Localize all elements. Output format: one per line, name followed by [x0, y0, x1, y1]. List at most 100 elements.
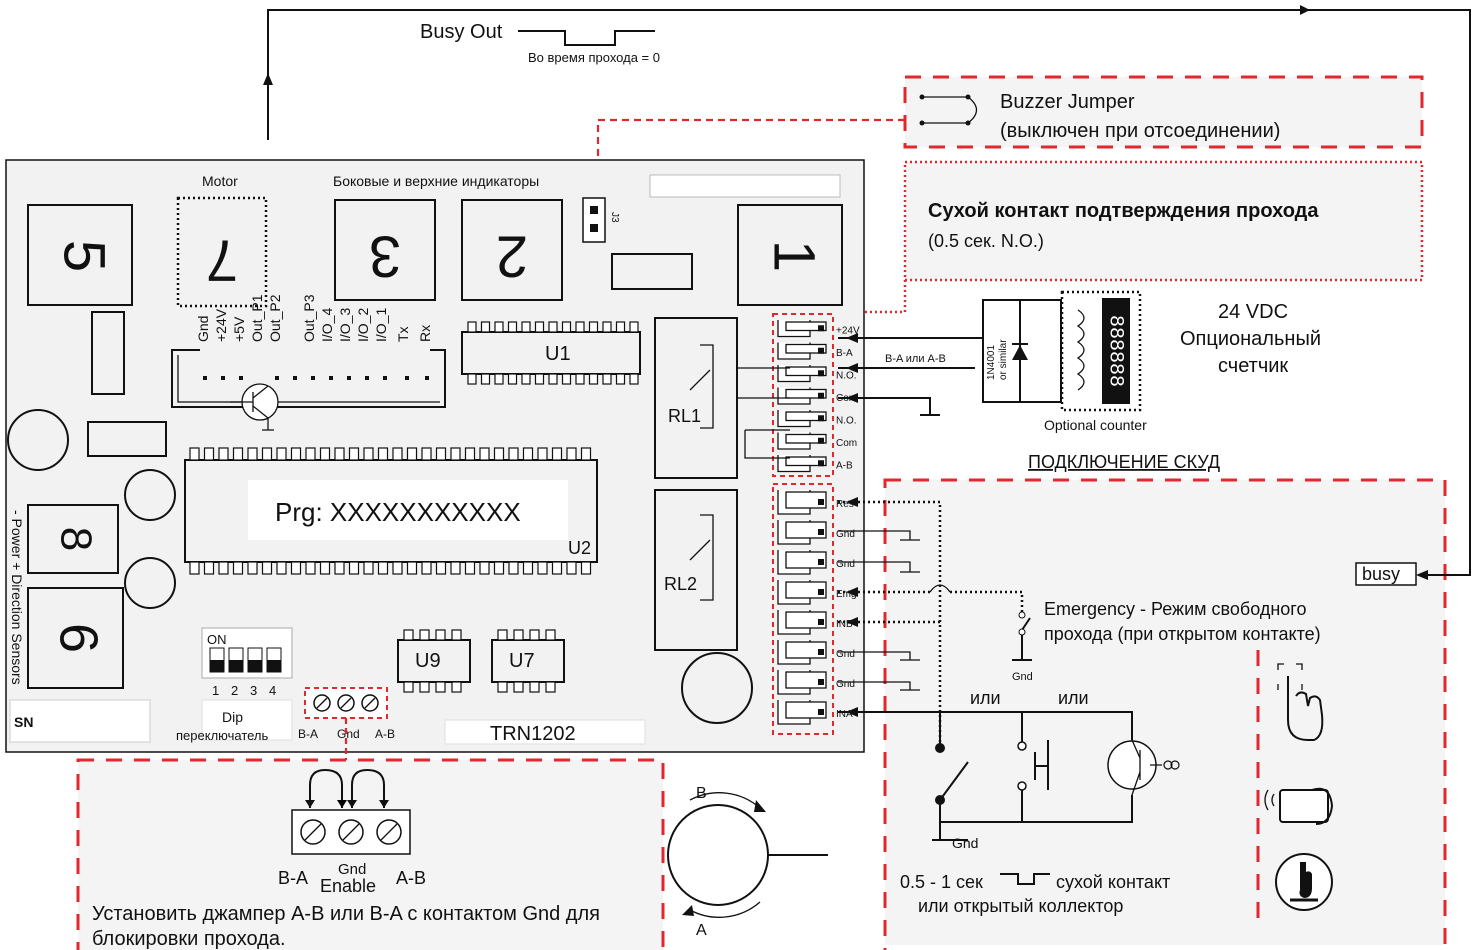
exit-button-icon — [1275, 853, 1333, 911]
relay-rl1-label: RL1 — [668, 406, 701, 426]
component-circle-4 — [681, 652, 753, 724]
component-rect-b — [87, 421, 167, 457]
board-label-slot — [649, 174, 841, 198]
connector-5 — [27, 204, 133, 306]
chip-u7-label: U7 — [509, 650, 535, 672]
chip-u9-label: U9 — [415, 650, 441, 672]
terminal-block-bottom — [777, 490, 827, 725]
connector-7-num: 7 — [206, 228, 238, 293]
sn-label: SN — [14, 714, 33, 730]
svg-text:или: или — [1058, 688, 1089, 708]
svg-text:I/O_1: I/O_1 — [373, 308, 389, 342]
svg-text:Tx: Tx — [395, 326, 411, 342]
counter-display — [1102, 298, 1130, 404]
svg-text:1: 1 — [212, 683, 219, 698]
pulse-line2: или открытый коллектор — [918, 896, 1123, 916]
terminal-label: Res — [836, 499, 854, 510]
optional-counter-box — [1060, 290, 1142, 412]
connector-5-num: 5 — [52, 240, 117, 272]
pushbutton-icon — [1021, 740, 1049, 822]
terminal-label: A-B — [836, 460, 853, 471]
res-wire — [838, 500, 942, 748]
busy-out-note: Во время прохода = 0 — [528, 50, 660, 65]
motor-label: Motor — [202, 173, 238, 189]
busy-out-label: Busy Out — [420, 21, 503, 43]
terminal-label: Gnd — [836, 679, 855, 690]
diode-label-2: or similar — [998, 339, 1009, 380]
j3-label: J3 — [609, 212, 620, 223]
busy-pulse — [518, 30, 655, 46]
svg-text:A-B: A-B — [396, 868, 426, 888]
pin-dots — [203, 376, 429, 380]
pin-labels: Gnd +24V +5V Out_P1 Out_P2 Out_P3 I/O_4 … — [195, 294, 433, 342]
connector-6-num: 6 — [49, 623, 109, 653]
svg-text:Rx: Rx — [417, 325, 433, 342]
terminal-bottom-outline — [772, 483, 834, 735]
emergency-line2: прохода (при открытом контакте) — [1044, 624, 1321, 644]
enable-label: Enable — [320, 876, 376, 896]
arrow-up — [263, 73, 273, 85]
busy-box — [1355, 562, 1417, 586]
skud-label: ПОДКЛЮЧЕНИЕ СКУД — [1028, 452, 1220, 472]
component-block — [611, 253, 693, 290]
dry-contact-title: Сухой контакт подтверждения прохода — [928, 200, 1319, 222]
diode-icon — [1012, 345, 1028, 360]
svg-text:Gnd: Gnd — [338, 861, 366, 878]
svg-text:Out_P3: Out_P3 — [301, 294, 317, 342]
prg-label: Prg: XXXXXXXXXXX — [275, 497, 521, 527]
phototransistor-icon — [1107, 740, 1157, 790]
dip-label-2: переключатель — [176, 728, 269, 743]
chip-u1-label: U1 — [545, 343, 571, 365]
buzzer-note: (выключен при отсоединении) — [1000, 120, 1280, 142]
terminal-label: +24V — [836, 325, 860, 336]
connector-8 — [27, 504, 119, 574]
svg-text:Out_P2: Out_P2 — [267, 294, 283, 342]
direction-b: B — [696, 785, 707, 802]
wire-label: B-A или A-B — [885, 353, 946, 365]
dip-label-1: Dip — [222, 709, 243, 725]
svg-text:Gnd: Gnd — [337, 727, 360, 741]
jumper-detail — [291, 768, 411, 855]
component-circle-2 — [124, 469, 176, 521]
prg-label-bg — [248, 480, 568, 540]
connector-3 — [334, 199, 436, 301]
svg-text:Gnd: Gnd — [195, 316, 211, 342]
pulse-icon — [1000, 873, 1050, 885]
relay-rl1 — [654, 317, 738, 479]
diode-label: 1N4001 — [986, 345, 997, 380]
svg-text:2: 2 — [231, 683, 238, 698]
terminal-label: INB — [836, 619, 853, 630]
counter-wiring — [838, 299, 1060, 416]
chip-u2-pins — [189, 447, 592, 575]
direction-arrows — [689, 792, 761, 918]
counter-vdc: 24 VDC — [1218, 301, 1288, 323]
dip-keys — [209, 647, 282, 673]
terminal-label: B-A — [836, 348, 853, 359]
terminal-label: Gnd — [836, 529, 855, 540]
pulse-left: 0.5 - 1 сек — [900, 872, 983, 892]
terminal-label: N.O. — [836, 370, 857, 381]
connector-1 — [737, 204, 843, 306]
switch-icon — [932, 761, 969, 841]
svg-text:I/O_3: I/O_3 — [337, 308, 353, 342]
rotor-icon — [667, 804, 769, 906]
buzzer-title: Buzzer Jumper — [1000, 91, 1135, 113]
svg-text:+5V: +5V — [231, 316, 247, 342]
screw-terminal-icons — [313, 694, 379, 712]
chip-u2-label: U2 — [568, 538, 591, 558]
chip-u9 — [397, 639, 471, 683]
terminal-block-top — [777, 320, 827, 473]
relay-rl2 — [654, 489, 738, 651]
jumper-text-2: блокировки прохода. — [92, 928, 286, 950]
sn-box — [9, 699, 151, 743]
counter-line1: Опциональный — [1180, 328, 1321, 350]
terminal-top-outline — [772, 313, 834, 477]
j3-header — [582, 197, 606, 243]
pin-header-outline — [171, 349, 446, 408]
buzzer-jumper-icon — [922, 96, 978, 124]
model-label: TRN1202 — [490, 723, 576, 745]
busy-wire — [267, 9, 1471, 576]
counter-digits-icon: 888888 — [1104, 315, 1127, 387]
ground-bus — [940, 795, 1133, 823]
connector-1-num: 1 — [762, 240, 827, 272]
